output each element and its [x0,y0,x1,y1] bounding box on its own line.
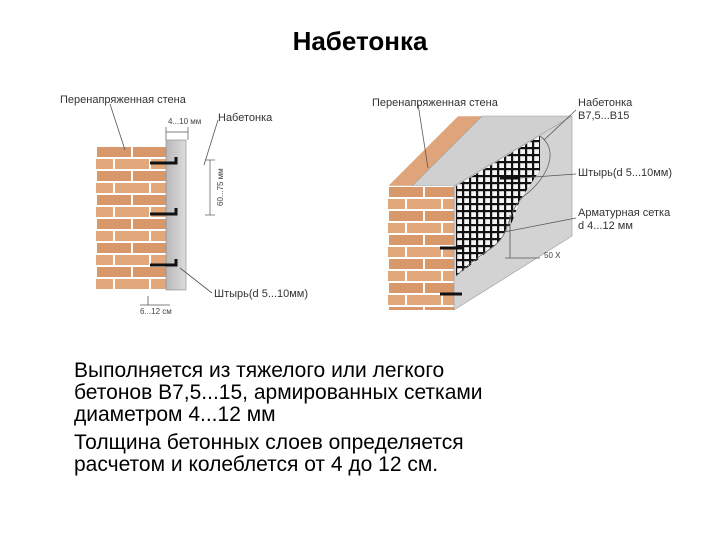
right-rods [440,176,520,296]
left-side-dimension: 60...75 мм [216,168,225,206]
body-line-5: расчетом и колеблется от 4 до 12 см. [74,453,439,476]
body-line-3: диаметром 4...12 мм [74,403,276,426]
left-wall-label: Перенапряженная стена [60,94,186,106]
right-rod-label: Штырь(d 5...10мм) [578,167,673,179]
slide-title: Набетонка [292,26,428,56]
left-rods [150,157,178,267]
left-bottom-dimension: 6...12 см [140,307,172,316]
body-line-4: Толщина бетонных слоев определяется [74,431,464,454]
right-mesh [456,136,540,276]
body-line-1: Выполняется из тяжелого или легкого [74,359,445,382]
left-brick-wall [96,146,166,290]
left-rod-label: Штырь(d 5...10мм) [214,288,309,300]
right-mesh-label-1: Арматурная сетка [578,207,671,219]
left-concrete-label: Набетонка [218,112,273,124]
right-mesh-label-2: d 4...12 мм [578,220,633,232]
right-corner-label: 50 X [544,251,561,260]
right-concrete-label-1: Набетонка [578,97,633,109]
body-line-2: бетонов В7,5...15, армированных сетками [74,381,483,404]
right-concrete-label-2: В7,5...В15 [578,110,630,122]
right-wall-label: Перенапряженная стена [372,97,498,109]
left-top-dimension: 4...10 мм [168,117,202,126]
body-text: Выполняется из тяжелого или легкого бето… [74,360,674,476]
